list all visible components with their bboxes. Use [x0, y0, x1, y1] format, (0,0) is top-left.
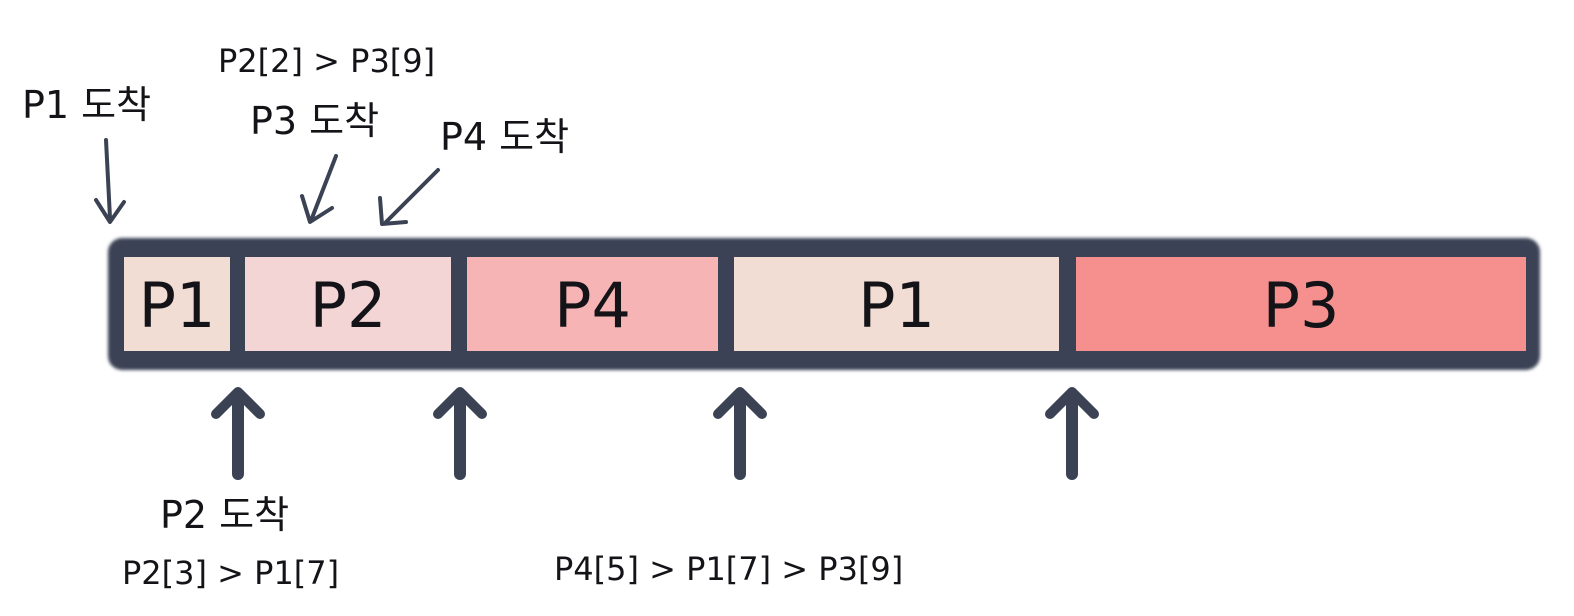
top-annotations: P2[2] > P3[9] P1 도착 P3 도착 P4 도착 — [22, 42, 569, 226]
compare-top-label: P2[2] > P3[9] — [218, 42, 435, 80]
timeline-segment-fill — [245, 257, 451, 351]
up-arrow-icon — [211, 387, 265, 480]
timeline-segment: P3 — [1076, 257, 1526, 351]
up-arrow-icon — [713, 387, 767, 480]
up-arrow-icon — [433, 387, 487, 480]
timeline-segment-label: P3 — [1263, 269, 1340, 342]
compare-p4-label: P4[5] > P1[7] > P3[9] — [554, 550, 903, 588]
timeline-segment-fill — [467, 257, 718, 351]
timeline-segments: P1 P2 P4 P1 P3 — [124, 257, 1526, 351]
p1-arrival-arrow-icon — [94, 138, 126, 224]
timeline-segment-label: P4 — [554, 269, 631, 342]
timeline-segment-fill — [124, 257, 230, 351]
p3-arrival-label: P3 도착 — [250, 99, 379, 143]
preemption-arrows — [211, 387, 1099, 480]
timeline-segment: P2 — [245, 257, 451, 351]
timeline-segment: P1 — [124, 257, 230, 351]
timeline-segment: P4 — [467, 257, 718, 351]
p2-arrival-label: P2 도착 — [160, 493, 289, 537]
bottom-annotations: P2 도착 P2[3] > P1[7] P4[5] > P1[7] > P3[9… — [122, 493, 903, 592]
compare-p2-label: P2[3] > P1[7] — [122, 554, 339, 592]
timeline-segment-fill — [734, 257, 1059, 351]
timeline-segment-label: P1 — [858, 269, 935, 342]
p3-arrival-arrow-icon — [300, 154, 338, 224]
p4-arrival-arrow-icon — [378, 168, 440, 226]
timeline-segment-label: P2 — [310, 269, 387, 342]
timeline-segment-label: P1 — [139, 269, 216, 342]
timeline-segment: P1 — [734, 257, 1059, 351]
up-arrow-icon — [1045, 387, 1099, 480]
p1-arrival-label: P1 도착 — [22, 83, 151, 127]
p4-arrival-label: P4 도착 — [440, 115, 569, 159]
timeline-segment-fill — [1076, 257, 1526, 351]
